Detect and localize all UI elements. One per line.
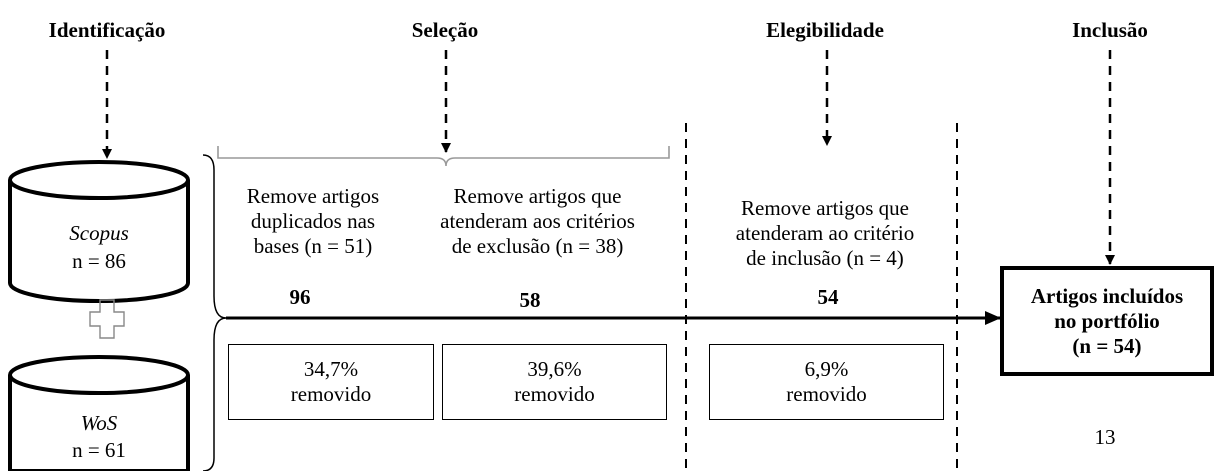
inclusion-criteria-step-text: Remove artigos que atenderam ao critério…	[700, 196, 950, 271]
duplicates-step-text: Remove artigos duplicados nas bases (n =…	[218, 184, 408, 259]
included-line-1: Artigos incluídos	[1030, 283, 1184, 308]
page-number: 13	[1094, 425, 1116, 449]
inclusion-criteria-line-1: Remove artigos que	[741, 196, 909, 220]
scopus-name: Scopus	[69, 221, 129, 245]
exclusion-removed-box: 39,6% removido	[442, 344, 667, 420]
inclusion-criteria-removed-percent: 6,9%	[804, 357, 849, 381]
duplicates-line-2: duplicados nas	[250, 209, 376, 233]
wos-count: n = 61	[72, 438, 126, 462]
inclusion-criteria-line-2: atenderam ao critério	[735, 221, 915, 245]
exclusion-removed-percent: 39,6%	[527, 357, 582, 381]
stage-inclusion: Inclusão	[1072, 18, 1148, 42]
duplicates-line-3: bases (n = 51)	[253, 234, 373, 258]
stage-identification: Identificação	[48, 18, 166, 42]
stage-eligibility: Elegibilidade	[766, 18, 884, 42]
exclusion-removed-label: removido	[514, 382, 595, 406]
duplicates-removed-percent: 34,7%	[303, 357, 359, 381]
scopus-count: n = 86	[72, 249, 126, 273]
inclusion-criteria-removed-label: removido	[786, 382, 867, 406]
exclusion-line-3: de exclusão (n = 38)	[451, 234, 624, 258]
remaining-after-exclusion: 58	[519, 288, 541, 312]
wos-name: WoS	[80, 411, 118, 435]
included-articles-box: Artigos incluídos no portfólio (n = 54)	[1000, 266, 1214, 376]
included-line-2: no portfólio	[1054, 308, 1160, 333]
inclusion-criteria-removed-box: 6,9% removido	[709, 344, 944, 420]
wos-database-icon	[8, 355, 190, 471]
remaining-after-duplicates: 96	[289, 285, 311, 309]
exclusion-line-1: Remove artigos que	[453, 184, 622, 208]
scopus-database-icon	[8, 160, 190, 303]
inclusion-criteria-line-3: de inclusão (n = 4)	[746, 246, 904, 270]
plus-icon	[89, 299, 125, 339]
duplicates-removed-box: 34,7% removido	[228, 344, 434, 420]
stage-selection: Seleção	[411, 18, 479, 42]
included-line-3: (n = 54)	[1072, 333, 1142, 358]
selection-brace	[217, 146, 670, 167]
exclusion-step-text: Remove artigos que atenderam aos critéri…	[405, 184, 670, 259]
duplicates-line-1: Remove artigos	[246, 184, 380, 208]
remaining-after-inclusion-criteria: 54	[817, 285, 839, 309]
duplicates-removed-label: removido	[290, 382, 372, 406]
exclusion-line-2: atenderam aos critérios	[440, 209, 635, 233]
